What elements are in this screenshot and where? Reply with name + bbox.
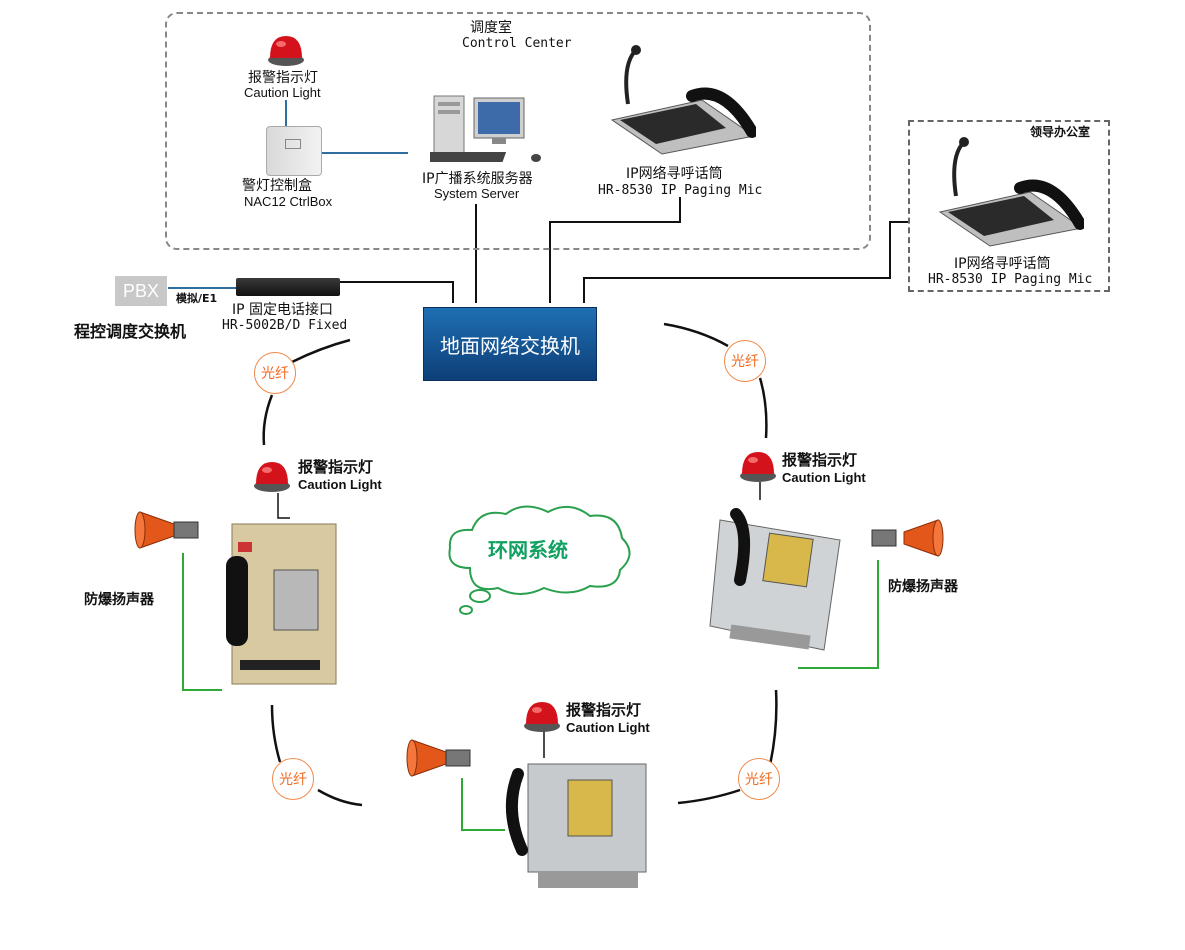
left-light-label-en: Caution Light xyxy=(298,477,382,492)
fiber-label-top-left: 光纤 xyxy=(254,352,296,394)
ground-network-switch: 地面网络交换机 xyxy=(423,307,597,381)
server-computer-icon xyxy=(430,95,541,162)
pbx-link-label: 模拟/E1 xyxy=(176,292,218,305)
left-explosion-proof-phone xyxy=(226,523,337,685)
fiber-label-top-right: 光纤 xyxy=(724,340,766,382)
paging-mic-icon xyxy=(610,45,756,155)
ring-system-label: 环网系统 xyxy=(488,538,568,562)
left-speaker-label: 防爆扬声器 xyxy=(84,592,154,608)
caution-light-icon xyxy=(740,452,776,482)
bottom-explosion-proof-phone xyxy=(505,763,647,888)
left-speaker-icon xyxy=(134,511,199,549)
leader-office-title: 领导办公室 xyxy=(1030,125,1091,139)
leader-paging-mic-icon xyxy=(938,137,1084,247)
server-label-en: System Server xyxy=(434,186,520,201)
bottom-light-label-en: Caution Light xyxy=(566,720,650,735)
caution-light-icon xyxy=(524,702,560,732)
control-light-label-cn: 报警指示灯 xyxy=(248,70,318,86)
paging-mic-label-cn: IP网络寻呼话筒 xyxy=(626,166,723,182)
pbx-box: PBX xyxy=(115,276,167,306)
right-light-label-cn: 报警指示灯 xyxy=(782,451,858,469)
right-explosion-proof-phone xyxy=(709,508,841,651)
left-light-label-cn: 报警指示灯 xyxy=(298,458,374,476)
control-center-title: 调度室 xyxy=(470,20,512,36)
fixed-interface-device xyxy=(236,278,340,296)
fiber-label-bottom-left: 光纤 xyxy=(272,758,314,800)
caution-light-icon xyxy=(268,36,304,66)
ctrl-box-icon xyxy=(266,126,322,176)
fiber-label-bottom-right: 光纤 xyxy=(738,758,780,800)
caution-light-icon xyxy=(254,462,290,492)
fixed-interface-label-en: HR-5002B/D Fixed xyxy=(222,318,348,333)
right-speaker-icon xyxy=(871,519,944,557)
ctrl-box-label-cn: 警灯控制盒 xyxy=(242,178,312,194)
control-light-label-en: Caution Light xyxy=(244,85,321,100)
leader-mic-label-en: HR-8530 IP Paging Mic xyxy=(928,272,1093,287)
ctrl-box-label-en: NAC12 CtrlBox xyxy=(244,194,333,209)
leader-office-zone xyxy=(908,120,1110,292)
ring-cloud-icon xyxy=(448,505,631,615)
control-center-subtitle: Control Center xyxy=(462,36,572,51)
bottom-light-label-cn: 报警指示灯 xyxy=(566,701,642,719)
right-light-label-en: Caution Light xyxy=(782,470,866,485)
leader-mic-label-cn: IP网络寻呼话筒 xyxy=(954,256,1051,272)
bottom-speaker-icon xyxy=(406,739,471,777)
fixed-interface-label-cn: IP 固定电话接口 xyxy=(232,302,334,318)
paging-mic-label-en: HR-8530 IP Paging Mic xyxy=(598,183,763,198)
control-center-zone xyxy=(165,12,871,250)
pbx-name-label: 程控调度交换机 xyxy=(74,322,187,341)
right-speaker-label: 防爆扬声器 xyxy=(888,579,958,595)
server-label-cn: IP广播系统服务器 xyxy=(422,171,533,187)
